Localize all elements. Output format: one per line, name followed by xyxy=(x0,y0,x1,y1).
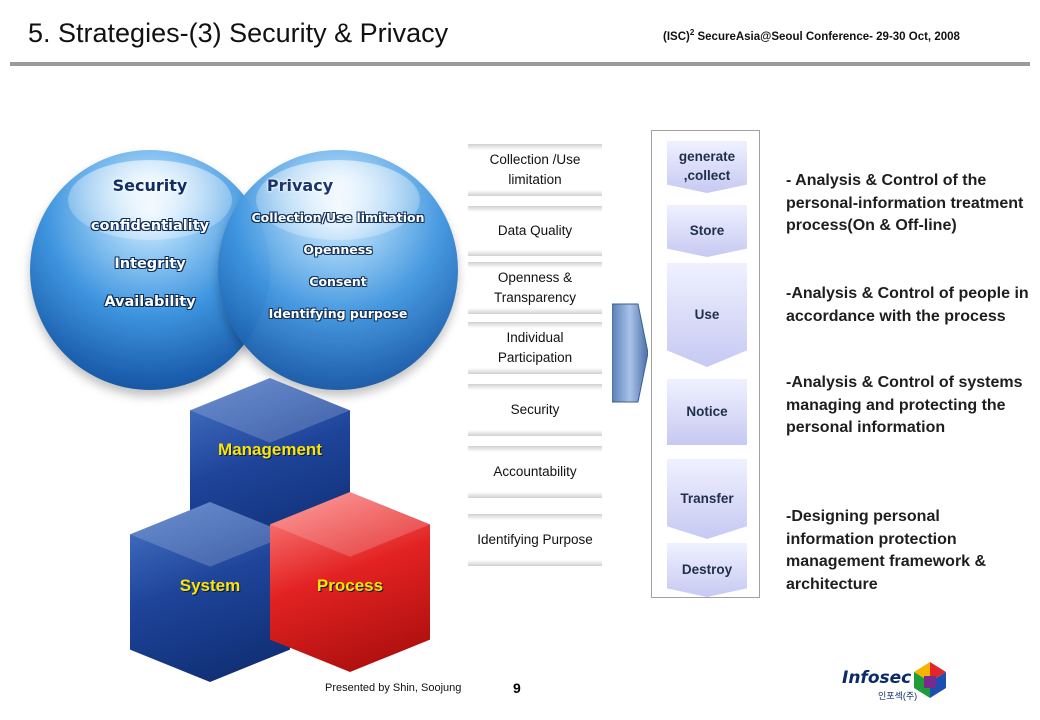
cube-face xyxy=(270,492,430,672)
principle-item: Collection /Use limitation xyxy=(468,144,602,196)
privacy-item: Identifying purpose xyxy=(268,306,408,321)
privacy-item: Consent xyxy=(309,274,367,289)
logo-mark-icon xyxy=(914,662,946,698)
system-cube: System xyxy=(130,502,290,682)
conference-superscript: 2 xyxy=(689,28,695,37)
privacy-item: Openness xyxy=(303,242,373,257)
description-item: -Analysis & Control of systems managing … xyxy=(786,374,1023,437)
cube-face xyxy=(130,502,290,682)
management-label: Management xyxy=(218,440,322,459)
presenter-credit: Presented by Shin, Soojung xyxy=(325,682,462,694)
information-lifecycle: generate ,collect Store Use Notice Trans… xyxy=(651,130,760,598)
process-label: Process xyxy=(316,576,384,595)
infosec-logo: Infosec 인포섹(주) xyxy=(842,662,952,702)
privacy-heading: Privacy xyxy=(266,176,334,195)
principle-item: Individual Participation xyxy=(468,322,602,374)
lifecycle-step: Transfer xyxy=(667,459,747,539)
security-heading: Security xyxy=(112,176,188,195)
principle-item: Security xyxy=(468,384,602,436)
management-system-process-cubes: Management System Process xyxy=(120,370,450,682)
security-item: Integrity xyxy=(114,256,186,272)
description-item: - Analysis & Control of the personal-inf… xyxy=(786,172,1024,235)
security-item: confidentiality xyxy=(90,218,210,234)
lifecycle-step: generate ,collect xyxy=(667,141,747,193)
header-divider xyxy=(10,62,1030,66)
lifecycle-step: Notice xyxy=(667,379,747,445)
principle-item: Openness & Transparency xyxy=(468,262,602,314)
lifecycle-step: Use xyxy=(667,263,747,367)
security-item: Availability xyxy=(104,294,196,310)
system-label: System xyxy=(179,576,241,595)
conference-rest: SecureAsia@Seoul Conference- 29-30 Oct, … xyxy=(694,30,960,43)
privacy-sphere: Privacy Collection/Use limitation Openne… xyxy=(218,150,458,390)
lifecycle-step: Store xyxy=(667,205,747,257)
principle-item: Data Quality xyxy=(468,206,602,256)
description-item: -Analysis & Control of people in accorda… xyxy=(786,285,1029,325)
right-arrow-icon xyxy=(612,303,648,403)
conference-prefix: (ISC) xyxy=(663,30,690,43)
description-item: -Designing personal information protecti… xyxy=(786,508,987,594)
process-cube: Process xyxy=(270,492,430,672)
security-privacy-spheres: Security confidentiality Integrity Avail… xyxy=(30,150,458,390)
security-sphere: Security confidentiality Integrity Avail… xyxy=(30,150,270,390)
privacy-item: Collection/Use limitation xyxy=(251,210,425,225)
principle-item: Accountability xyxy=(468,446,602,498)
logo-subtext: 인포섹(주) xyxy=(878,691,918,701)
logo-text: Infosec xyxy=(842,668,912,688)
sphere-highlight xyxy=(256,160,420,240)
lifecycle-step: Destroy xyxy=(667,543,747,597)
page-number: 9 xyxy=(513,680,521,696)
sphere-highlight xyxy=(68,160,232,240)
conference-info: (ISC)2 SecureAsia@Seoul Conference- 29-3… xyxy=(663,28,960,43)
principle-item: Identifying Purpose xyxy=(468,514,602,566)
slide-title: 5. Strategies-(3) Security & Privacy xyxy=(28,18,449,48)
